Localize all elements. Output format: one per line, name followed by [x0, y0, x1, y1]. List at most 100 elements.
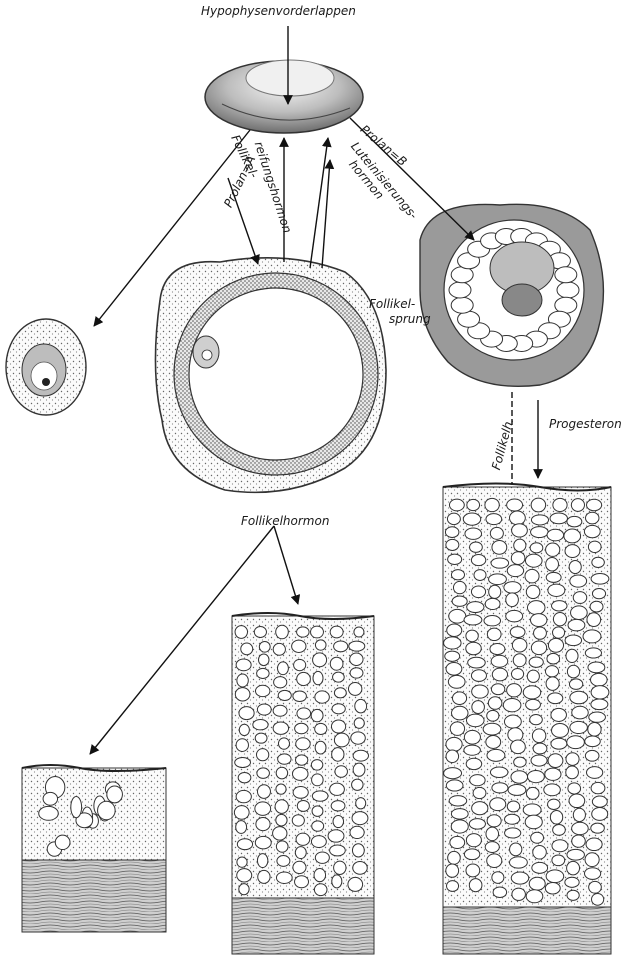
gland [465, 528, 482, 539]
gland [255, 733, 267, 743]
gland [292, 767, 308, 780]
gland [489, 574, 507, 585]
pituitary-gland [205, 60, 363, 133]
gland [466, 864, 480, 877]
luteal-lobe [449, 282, 471, 298]
gland [567, 861, 580, 874]
gland [315, 741, 326, 754]
gland [315, 852, 329, 863]
endometrium-resting [22, 765, 166, 932]
gland [483, 723, 501, 735]
gland [353, 750, 368, 761]
rupture-label-line2: sprung [389, 313, 431, 326]
gland [257, 785, 270, 799]
gland [334, 688, 346, 698]
gland [449, 796, 467, 806]
gland [544, 784, 561, 796]
gland [513, 654, 526, 667]
gland [446, 663, 462, 676]
gland [546, 572, 561, 582]
gland [452, 596, 467, 606]
gland [552, 840, 568, 852]
gland [511, 872, 528, 884]
gland [258, 654, 269, 666]
gland [553, 612, 566, 625]
gland [553, 627, 565, 638]
gland [352, 812, 368, 825]
gland [258, 870, 270, 883]
gland [573, 592, 586, 604]
gland [493, 887, 506, 898]
gland [313, 653, 327, 667]
gland [353, 861, 367, 874]
gland [294, 659, 306, 670]
gland [330, 845, 346, 856]
gland [470, 775, 485, 786]
gland [466, 834, 481, 847]
gland [564, 529, 581, 543]
gland [292, 640, 306, 652]
gland [507, 499, 523, 511]
gland [352, 779, 363, 790]
gland [315, 691, 330, 703]
gland [487, 815, 501, 827]
gland [505, 828, 521, 838]
gland [572, 706, 588, 719]
gland [586, 512, 599, 524]
gland [587, 499, 602, 510]
gland [591, 699, 608, 710]
gland [257, 768, 270, 778]
gland [234, 806, 249, 820]
gland [492, 668, 507, 681]
gland [235, 757, 251, 767]
gland [273, 705, 287, 716]
gland [571, 606, 588, 620]
gland [510, 843, 522, 856]
gland [531, 515, 548, 525]
gland [571, 499, 584, 512]
gland [589, 881, 602, 893]
gland [589, 712, 606, 722]
gland [548, 799, 560, 809]
gland [587, 613, 601, 627]
gland [487, 854, 502, 868]
gland [523, 804, 541, 816]
gland [592, 893, 604, 905]
gland [274, 677, 287, 688]
gland [332, 748, 344, 762]
gland [490, 767, 507, 777]
gland [446, 780, 463, 791]
gland [276, 625, 289, 639]
gland [585, 853, 599, 867]
gland [355, 699, 367, 713]
gland [531, 641, 546, 655]
gland [356, 798, 366, 809]
gland [592, 796, 607, 807]
gland [511, 740, 526, 754]
gland [552, 601, 568, 611]
gland [236, 659, 251, 671]
gland [585, 868, 601, 880]
gland [237, 869, 252, 882]
gland [239, 707, 254, 720]
gland [507, 565, 523, 577]
gland [514, 539, 526, 551]
gland [530, 543, 543, 553]
gland [313, 671, 323, 684]
gland [296, 738, 310, 750]
gland [449, 609, 466, 623]
gland [468, 657, 486, 668]
gland [276, 767, 288, 779]
gland [237, 674, 248, 687]
gland [551, 708, 567, 721]
gland [526, 699, 541, 710]
gland [548, 754, 563, 768]
gland [588, 722, 601, 736]
gland [553, 498, 567, 511]
gland [533, 743, 547, 754]
gland [583, 630, 601, 643]
gland [546, 677, 559, 690]
gland [236, 739, 248, 752]
gland [485, 842, 499, 853]
